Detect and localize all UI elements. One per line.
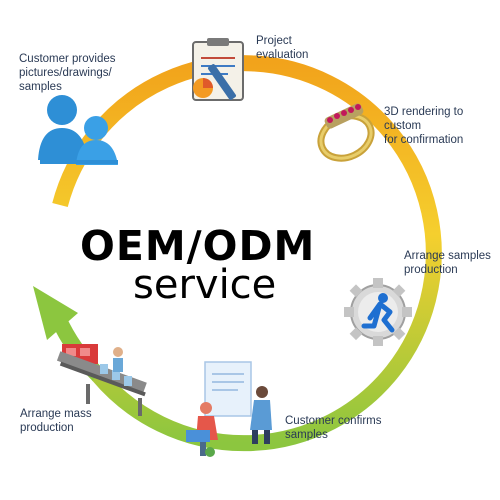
step-label-arrange-samples: Arrange samples production [404,250,491,276]
title-service: service [133,262,277,308]
ring-icon [317,103,375,162]
meeting-icon [186,361,272,457]
step-label-customer-provides: Customer provides pictures/drawings/ sam… [19,53,116,93]
cycle-arc [52,55,442,452]
step-label-3d-rendering: 3D rendering to custom for confirmation [384,106,464,146]
customer-icon [38,95,118,165]
factory-line-icon [56,344,147,416]
clipboard-icon [192,38,244,101]
gear-runner-icon [344,278,412,346]
step-label-project-evaluation: Project evaluation [256,35,309,61]
step-label-customer-confirms: Customer confirms samples [285,415,382,441]
title-oem-odm: OEM/ODM [80,222,316,270]
step-label-arrange-mass: Arrange mass production [20,408,92,434]
